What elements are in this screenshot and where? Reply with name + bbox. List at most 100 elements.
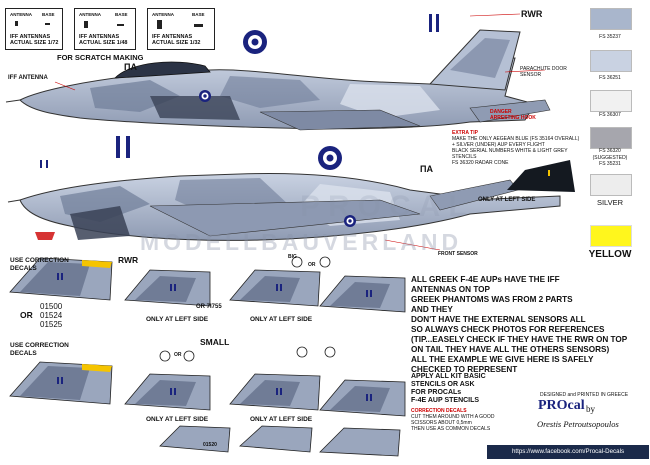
apply-block: APPLY ALL KIT BASIC STENCILS OR ASK FOR … bbox=[411, 373, 486, 405]
serial-item: 01524 bbox=[40, 311, 63, 320]
fin-yellow-tip bbox=[82, 260, 112, 268]
only-left-side-label: ONLY AT LEFT SIDE bbox=[250, 316, 313, 323]
base-label: BASE bbox=[192, 12, 205, 17]
by-label: by bbox=[586, 404, 595, 414]
antenna-caption: IFF ANTENNAS ACTUAL SIZE 1/48 bbox=[79, 34, 128, 46]
fin-camo bbox=[135, 380, 196, 406]
callout-line bbox=[384, 239, 441, 251]
antenna-label: ANTENNA bbox=[10, 12, 32, 17]
fin-camo bbox=[240, 276, 300, 302]
detail-circle bbox=[319, 256, 331, 268]
correction-decals-line: THEN USE AS COMMON DECALS bbox=[411, 426, 491, 432]
base-label: BASE bbox=[42, 12, 55, 17]
swatch-fs36320 bbox=[590, 127, 632, 149]
detail-circle bbox=[183, 350, 195, 362]
base-label: BASE bbox=[115, 12, 128, 17]
top-wing bbox=[259, 109, 421, 131]
or-label: OR bbox=[20, 310, 33, 320]
fin-flash-bar bbox=[276, 388, 278, 395]
serial-pa-side: ΠΑ bbox=[420, 164, 433, 174]
fin-camo bbox=[330, 386, 390, 412]
watermark-procal: PROCAL bbox=[300, 190, 475, 223]
fuselage-roundel-inner bbox=[203, 94, 207, 98]
roundel-inner bbox=[251, 38, 259, 46]
antenna-label: ANTENNA bbox=[152, 12, 174, 17]
fin-drawings bbox=[9, 256, 406, 457]
base-shape bbox=[45, 23, 50, 25]
only-left-side-top: ONLY AT LEFT SIDE bbox=[478, 197, 536, 203]
bottom-wing bbox=[149, 199, 421, 237]
apply-line: F-4E AUP STENCILS bbox=[411, 397, 480, 404]
serial-bottom: 01520 bbox=[203, 442, 217, 448]
parachute-door-sensor-label: PARACHUTE DOOR SENSOR bbox=[520, 66, 567, 78]
nose-probe bbox=[5, 99, 21, 103]
author-name: Orestis Petroutsopoulos bbox=[537, 419, 619, 429]
antenna-shape bbox=[84, 21, 88, 28]
serial-pa-top: ΠΑ bbox=[124, 62, 137, 72]
detail-circle bbox=[324, 346, 336, 358]
fin-shape bbox=[239, 425, 313, 453]
fin-yellow-tip bbox=[82, 364, 112, 372]
swatch-label: FS 35237 bbox=[599, 34, 621, 40]
top-canopy bbox=[114, 61, 211, 79]
detail-circle bbox=[291, 256, 303, 268]
antenna-shape bbox=[157, 20, 162, 29]
fin-flash-bar bbox=[126, 136, 130, 158]
fin-flash-bar bbox=[174, 284, 176, 291]
facebook-link[interactable]: https://www.facebook.com/Procal-Decals bbox=[487, 445, 649, 459]
rwr-fin-label: RWR bbox=[118, 255, 139, 265]
only-left-side-label: ONLY AT LEFT SIDE bbox=[250, 416, 313, 423]
top-intake bbox=[150, 96, 240, 120]
base-shape bbox=[117, 24, 124, 26]
correction-decals-title: CORRECTION DECALS bbox=[411, 408, 467, 414]
wing-fin-flash bbox=[40, 160, 42, 168]
correction-decals-line: SCISSORS ABOUT 0,5mm bbox=[411, 420, 472, 426]
rwr-label: RWR bbox=[521, 9, 543, 19]
serial-item: 01525 bbox=[40, 320, 63, 329]
antenna-shape bbox=[15, 21, 18, 26]
fin-camo bbox=[20, 262, 90, 296]
note-line: ANTENNAS ON TOP bbox=[411, 285, 491, 294]
dark-tail-inset bbox=[507, 160, 575, 192]
fin-flash-bar bbox=[57, 377, 59, 384]
fin-flash-bar bbox=[366, 290, 368, 297]
red-warning-shape bbox=[35, 232, 55, 240]
correction-decals-block: CORRECTION DECALS CUT THEM AROUND WITH A… bbox=[411, 408, 531, 432]
note-line: CHECKED TO REPRESENT bbox=[411, 365, 518, 374]
use-correction-label: USE CORRECTION DECALS bbox=[10, 257, 69, 272]
fin-flash-bar bbox=[116, 136, 120, 158]
extra-tip-title: EXTRA TIP bbox=[452, 130, 478, 136]
note-line: SO ALWAYS CHECK PHOTOS FOR REFERENCES bbox=[411, 325, 605, 334]
fin-flash-bar bbox=[276, 284, 278, 291]
top-camo-patch bbox=[340, 84, 440, 118]
base-shape bbox=[194, 24, 203, 27]
note-line: (TIP...EASELY CHECK IF THEY HAVE THE RWR… bbox=[411, 335, 628, 344]
antenna-box-1-32: ANTENNA BASE IFF ANTENNAS ACTUAL SIZE 1/… bbox=[147, 8, 215, 50]
callout-line bbox=[54, 81, 76, 91]
note-line: ALL GREEK F-4E AUPs HAVE THE IFF bbox=[411, 275, 560, 284]
fin-flash-bar bbox=[61, 377, 63, 384]
fin-flash-bar bbox=[280, 284, 282, 291]
swatch-label: SILVER bbox=[596, 198, 624, 207]
detail-circle bbox=[296, 346, 308, 358]
fin-camo bbox=[240, 380, 300, 406]
swatch-silver bbox=[590, 174, 632, 196]
fin-flash-bar bbox=[57, 273, 59, 280]
antenna-caption: IFF ANTENNAS ACTUAL SIZE 1/72 bbox=[10, 34, 59, 46]
top-stabilizer bbox=[469, 99, 551, 123]
extra-tip-line: MAKE THE ONLY AEGEAN BLUE (FS 35164 OVER… bbox=[452, 136, 580, 142]
fin-camo bbox=[330, 282, 390, 308]
extra-tip: EXTRA TIP MAKE THE ONLY AEGEAN BLUE (FS … bbox=[452, 130, 582, 166]
fin-flash-bar bbox=[174, 388, 176, 395]
swatch-label: FS 36320 (SUGGESTED) FS 35231 bbox=[592, 148, 628, 167]
note-line: AND THEY bbox=[411, 305, 453, 314]
callout-line bbox=[469, 13, 521, 17]
extra-tip-line: FS 36320 RADAR CONE bbox=[452, 160, 509, 166]
fin-flash-bar bbox=[436, 14, 439, 32]
callout-line bbox=[504, 69, 546, 73]
apply-line: STENCILS OR ASK bbox=[411, 381, 475, 388]
antenna-box-1-48: ANTENNA BASE IFF ANTENNAS ACTUAL SIZE 1/… bbox=[74, 8, 136, 50]
wing-roundel-inner bbox=[348, 219, 352, 223]
fin-flash-bar bbox=[280, 388, 282, 395]
